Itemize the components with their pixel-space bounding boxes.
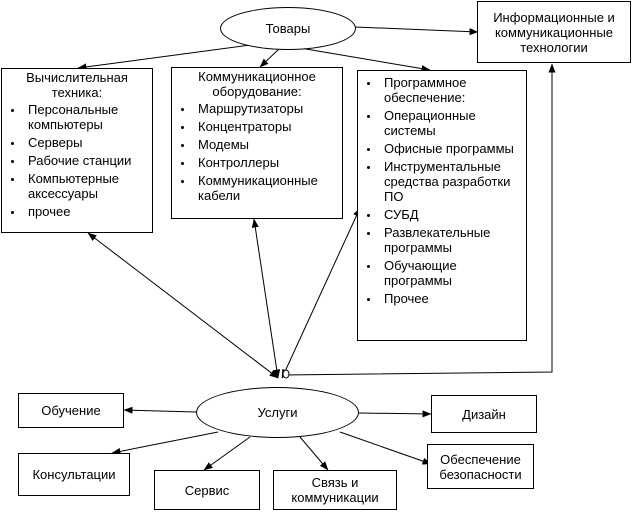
communication-label: Связь и коммуникации [291,475,379,505]
software-list: Программное обеспечение: Операционные си… [358,75,526,306]
software-item: Инструментальные средства разработки ПО [380,159,526,204]
software-node: Программное обеспечение: Операционные си… [357,70,527,341]
security-node: Обеспечение безопасности [427,444,534,489]
comm-equipment-item: Контроллеры [194,155,342,170]
comm-equipment-item: Модемы [194,137,342,152]
software-item: Офисные программы [380,141,526,156]
design-label: Дизайн [462,406,506,422]
edge-services-consulting [111,431,219,455]
comm-equipment-item: Маршрутизаторы [194,101,342,116]
edge-goods-software [299,47,431,73]
software-title: Программное обеспечение: [380,75,526,105]
computing-item: Рабочие станции [24,153,152,168]
comm-equipment-list: Маршрутизаторы Концентраторы Модемы Конт… [172,101,342,203]
edge-services-comm [251,218,281,379]
service-node: Сервис [154,470,260,510]
services-label: Услуги [257,405,298,420]
comm-equipment-item: Концентраторы [194,119,342,134]
edge-goods-ict [354,26,479,36]
computing-item: Персональные компьютеры [24,102,152,132]
comm-equipment-node: Коммуникационное оборудование: Маршрутиз… [171,67,343,219]
edge-services-service [203,436,251,471]
training-node: Обучение [18,393,124,428]
software-item: Развлекательные программы [380,225,526,255]
computing-node: Вычислительная техника: Персональные ком… [1,68,153,233]
software-item: Операционные системы [380,108,526,138]
consulting-label: Консультации [32,467,116,482]
ict-label: Информационные и коммуникационные технол… [493,9,615,55]
edge-goods-comm [259,47,281,68]
computing-item: Серверы [24,135,152,150]
computing-title: Вычислительная техника: [26,70,128,100]
edge-junction [282,369,290,379]
security-label: Обеспечение безопасности [439,451,522,482]
services-node: Услуги [196,387,359,438]
edge-services-communication [299,436,329,471]
software-item: Обучающие программы [380,258,526,288]
computing-item: прочее [24,204,152,219]
goods-node: Товары [220,7,356,50]
edge-services-computing [87,232,279,379]
edge-services-training [123,406,197,414]
design-node: Дизайн [431,395,537,433]
training-label: Обучение [41,403,101,418]
ict-node: Информационные и коммуникационные технол… [477,1,631,63]
edge-goods-computing [77,43,259,71]
edge-services-ict [283,63,556,376]
comm-equipment-item: Коммуникационные кабели [194,173,342,203]
edge-services-security [339,431,432,465]
service-label: Сервис [184,482,230,498]
communication-node: Связь и коммуникации [273,470,397,510]
comm-equipment-title: Коммуникационное оборудование: [198,69,316,99]
goods-label: Товары [265,21,311,36]
edge-services-software [281,207,361,379]
consulting-node: Консультации [18,453,130,496]
software-item: СУБД [380,207,526,222]
software-item: Прочее [380,291,526,306]
computing-list: Персональные компьютеры Серверы Рабочие … [2,102,152,219]
edge-services-design [358,410,432,418]
computing-item: Компьютерные аксессуары [24,171,152,201]
